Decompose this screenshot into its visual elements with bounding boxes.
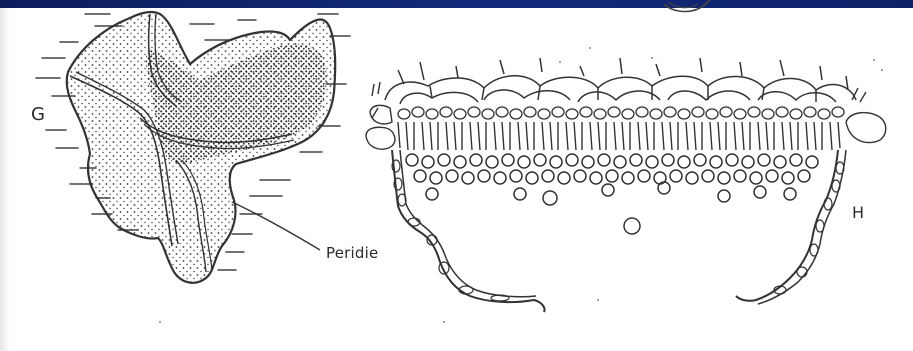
palisade-hyphae (398, 122, 840, 150)
peridie-leader-line (232, 202, 320, 250)
small-cell-row (398, 107, 844, 119)
label-g: G (31, 104, 45, 125)
epidermis-cells (385, 58, 856, 104)
label-h: H (852, 203, 864, 222)
spores (406, 154, 818, 234)
figure-g-fruiting-body (36, 12, 350, 283)
peridium-cells-right (774, 162, 844, 294)
label-peridie: Peridie (326, 244, 378, 262)
